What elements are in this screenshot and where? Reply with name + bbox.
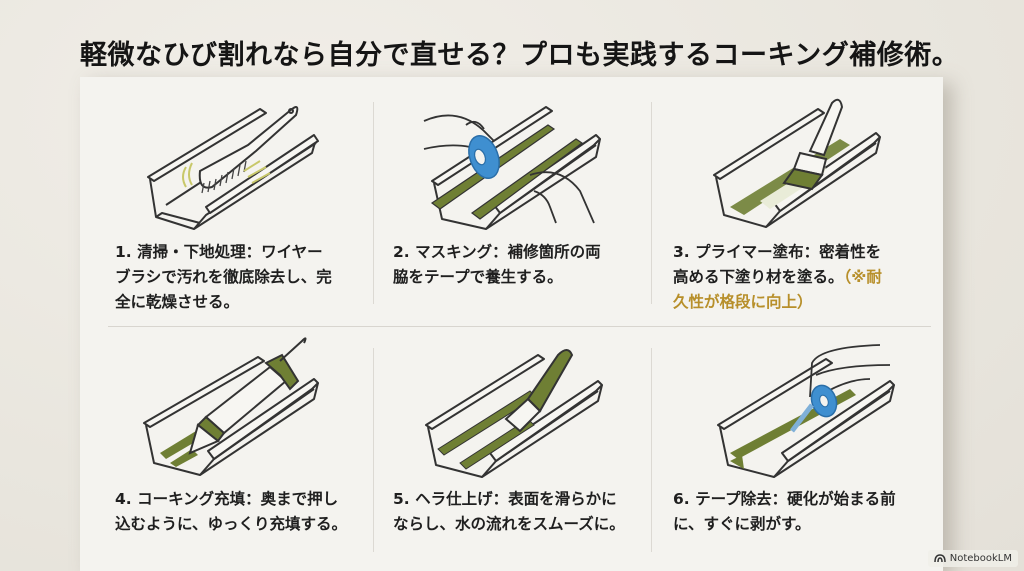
column-divider xyxy=(651,348,652,552)
step-6-illustration xyxy=(700,335,910,489)
step-3-illustration xyxy=(700,95,900,239)
step-5-caption: 5. ヘラ仕上げ：表面を滑らかに ならし、水の流れをスムーズに。 xyxy=(393,487,653,537)
caption-line: 込むように、ゆっくり充填する。 xyxy=(115,515,348,533)
column-divider xyxy=(651,102,652,304)
step-4-caption: 4. コーキング充填：奥まで押し 込むように、ゆっくり充填する。 xyxy=(115,487,375,537)
notebooklm-watermark: NotebookLM xyxy=(927,550,1018,567)
caption-line: 2. マスキング：補修箇所の両 xyxy=(393,243,601,261)
caption-line: 1. 清掃・下地処理：ワイヤー xyxy=(115,243,323,261)
column-divider xyxy=(373,348,374,552)
caulking-gun-icon xyxy=(143,337,319,476)
step-2-illustration xyxy=(410,95,630,239)
watermark-label: NotebookLM xyxy=(949,553,1012,564)
step-2-caption: 2. マスキング：補修箇所の両 脇をテープで養生する。 xyxy=(393,240,633,290)
caption-line: 3. プライマー塗布：密着性を xyxy=(673,243,882,261)
tape-removal-icon xyxy=(717,344,895,478)
caption-line: 6. テープ除去：硬化が始まる前 xyxy=(673,490,896,508)
durability-note: （※耐 xyxy=(843,268,882,286)
wire-brush-gutter-icon xyxy=(147,106,319,230)
primer-brush-icon xyxy=(713,98,881,228)
step-1-caption: 1. 清掃・下地処理：ワイヤー ブラシで汚れを徹底除去し、完 全に乾燥させる。 xyxy=(115,240,355,315)
caption-line: 4. コーキング充填：奥まで押し xyxy=(115,490,339,508)
column-divider xyxy=(373,102,374,304)
caption-line: 5. ヘラ仕上げ：表面を滑らかに xyxy=(393,490,617,508)
caption-line: 高める下塗り材を塗る。（※耐 xyxy=(673,268,882,286)
step-5-illustration xyxy=(410,335,630,489)
steps-card: 1. 清掃・下地処理：ワイヤー ブラシで汚れを徹底除去し、完 全に乾燥させる。 xyxy=(80,77,943,571)
durability-note: 久性が格段に向上） xyxy=(673,293,813,311)
step-6-caption: 6. テープ除去：硬化が始まる前 に、すぐに剥がす。 xyxy=(673,487,933,537)
caption-line: 全に乾燥させる。 xyxy=(115,293,240,311)
notebooklm-logo-icon xyxy=(934,554,946,563)
caption-line: 脇をテープで養生する。 xyxy=(393,268,563,286)
masking-tape-icon xyxy=(423,106,601,230)
caption-line: ブラシで汚れを徹底除去し、完 xyxy=(115,268,332,286)
page-title: 軽微なひび割れなら自分で直せる？プロも実践するコーキング補修術。 xyxy=(80,40,960,71)
caption-line: に、すぐに剥がす。 xyxy=(673,515,811,533)
step-4-illustration xyxy=(130,335,330,489)
step-1-illustration xyxy=(120,95,340,239)
spatula-icon xyxy=(425,349,603,478)
row-divider xyxy=(108,326,931,327)
caption-line: ならし、水の流れをスムーズに。 xyxy=(393,515,625,533)
step-3-caption: 3. プライマー塗布：密着性を 高める下塗り材を塗る。（※耐 久性が格段に向上） xyxy=(673,240,933,315)
